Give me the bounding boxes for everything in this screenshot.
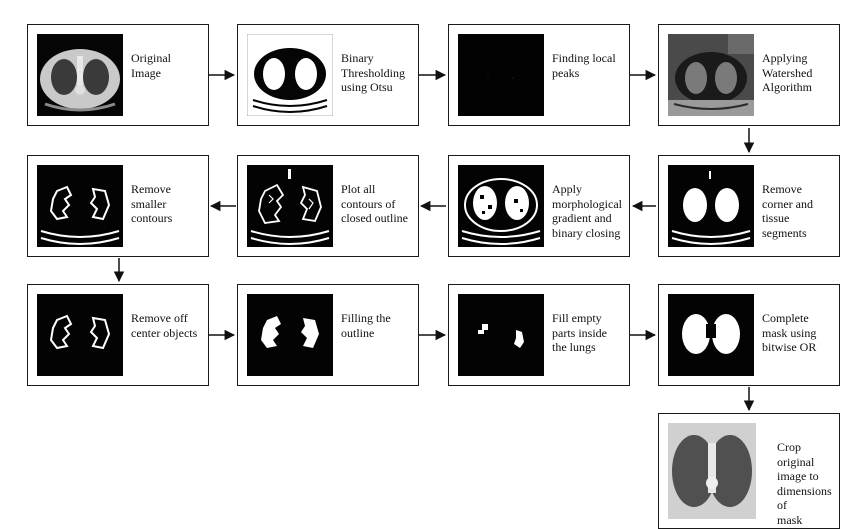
step-label: Remove off center objects xyxy=(131,311,198,340)
corner-tissue-removed-thumbnail xyxy=(668,165,754,247)
off-center-removed-thumbnail xyxy=(37,294,123,376)
step-label: Applying Watershed Algorithm xyxy=(762,51,813,94)
step-finding-local-peaks: Finding local peaks xyxy=(448,24,630,126)
step-original-image: Original Image xyxy=(27,24,209,126)
step-applying-watershed: Applying Watershed Algorithm xyxy=(658,24,840,126)
step-crop-original-image: Crop original image to dimensions of mas… xyxy=(658,413,840,529)
ct-scan-original-thumbnail xyxy=(37,34,123,116)
local-peaks-thumbnail xyxy=(458,34,544,116)
step-morphological-gradient: Apply morphological gradient and binary … xyxy=(448,155,630,257)
complete-mask-thumbnail xyxy=(668,294,754,376)
smaller-contours-thumbnail xyxy=(37,165,123,247)
step-label: Complete mask using bitwise OR xyxy=(762,311,817,354)
step-label: Binary Thresholding using Otsu xyxy=(341,51,405,94)
step-complete-mask: Complete mask using bitwise OR xyxy=(658,284,840,386)
cropped-lungs-thumbnail xyxy=(668,423,756,519)
step-label: Crop original image to dimensions of mas… xyxy=(777,440,832,527)
step-label: Original Image xyxy=(131,51,171,80)
watershed-thumbnail xyxy=(668,34,754,116)
step-plot-all-contours: Plot all contours of closed outline xyxy=(237,155,419,257)
step-label: Filling the outline xyxy=(341,311,391,340)
step-remove-corner-tissue: Remove corner and tissue segments xyxy=(658,155,840,257)
binary-threshold-thumbnail xyxy=(247,34,333,116)
step-label: Remove corner and tissue segments xyxy=(762,182,813,240)
filled-outline-thumbnail xyxy=(247,294,333,376)
step-label: Fill empty parts inside the lungs xyxy=(552,311,607,354)
step-filling-outline: Filling the outline xyxy=(237,284,419,386)
step-label: Finding local peaks xyxy=(552,51,616,80)
step-label: Remove smaller contours xyxy=(131,182,173,225)
step-binary-thresholding: Binary Thresholding using Otsu xyxy=(237,24,419,126)
step-label: Plot all contours of closed outline xyxy=(341,182,408,225)
empty-parts-thumbnail xyxy=(458,294,544,376)
morphological-gradient-thumbnail xyxy=(458,165,544,247)
step-remove-off-center-objects: Remove off center objects xyxy=(27,284,209,386)
step-remove-smaller-contours: Remove smaller contours xyxy=(27,155,209,257)
step-fill-empty-parts: Fill empty parts inside the lungs xyxy=(448,284,630,386)
all-contours-thumbnail xyxy=(247,165,333,247)
step-label: Apply morphological gradient and binary … xyxy=(552,182,622,240)
